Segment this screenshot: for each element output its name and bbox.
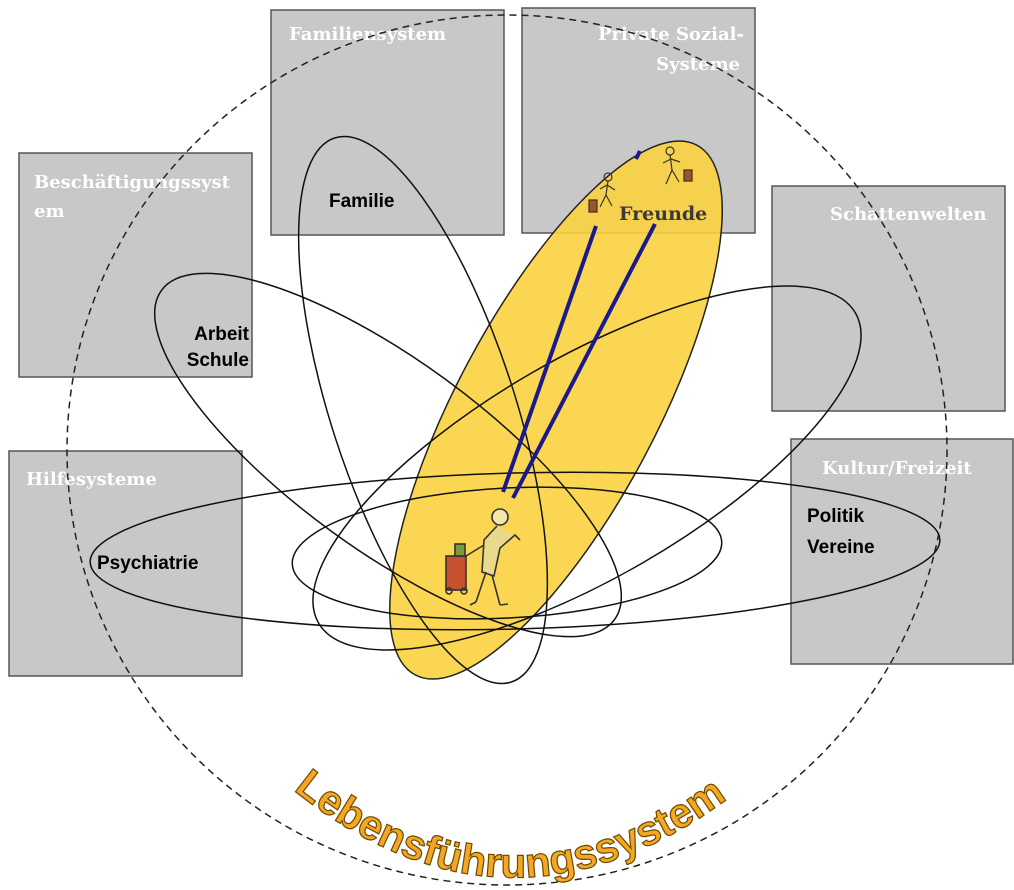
schattenwelten-ellipse — [312, 285, 862, 651]
link-line-2 — [511, 223, 657, 499]
person-small-1-icon — [588, 172, 616, 213]
label-schule: Schule — [187, 350, 249, 371]
diagram-title-text: Lebensführungssystem — [287, 759, 733, 887]
person-traveler-icon — [445, 508, 521, 606]
familie-ellipse — [297, 135, 549, 685]
box-kultur-title: Kultur/Freizeit — [822, 458, 972, 479]
box-beschaeftigung-title-line2: em — [34, 201, 65, 222]
box-hilfesysteme: Hilfesysteme — [8, 450, 243, 677]
lebensfuehrung-circle — [66, 14, 948, 886]
box-private-title-line1: Private Sozial- — [598, 24, 744, 45]
label-psychiatrie: Psychiatrie — [97, 553, 198, 574]
box-kultur-freizeit: Kultur/Freizeit — [790, 438, 1014, 665]
label-freunde: Freunde — [619, 203, 707, 225]
box-schattenwelten-title: Schattenwelten — [830, 204, 987, 225]
label-politik: Politik — [807, 506, 864, 527]
person-small-2-icon — [662, 146, 693, 185]
diagram-title: Lebensführungssystem — [288, 760, 733, 887]
label-arbeit: Arbeit — [194, 324, 250, 345]
box-hilfesysteme-title: Hilfesysteme — [26, 469, 157, 490]
label-familie: Familie — [329, 191, 394, 212]
label-vereine: Vereine — [807, 537, 875, 558]
link-dash — [634, 150, 642, 160]
box-beschaeftigungssystem: Beschäftigungssyst em — [18, 152, 253, 378]
link-line-1 — [501, 225, 598, 493]
box-schattenwelten: Schattenwelten — [771, 185, 1006, 412]
box-beschaeftigung-title-line1: Beschäftigungssyst — [34, 172, 231, 193]
box-private-title-line2: Systeme — [656, 54, 740, 75]
box-familiensystem: Familiensystem — [270, 9, 505, 236]
freunde-ellipse — [389, 140, 723, 680]
arbeit-schule-ellipse — [153, 272, 623, 638]
box-familiensystem-title: Familiensystem — [289, 24, 446, 45]
psychiatrie-politik-ellipse — [89, 471, 941, 631]
